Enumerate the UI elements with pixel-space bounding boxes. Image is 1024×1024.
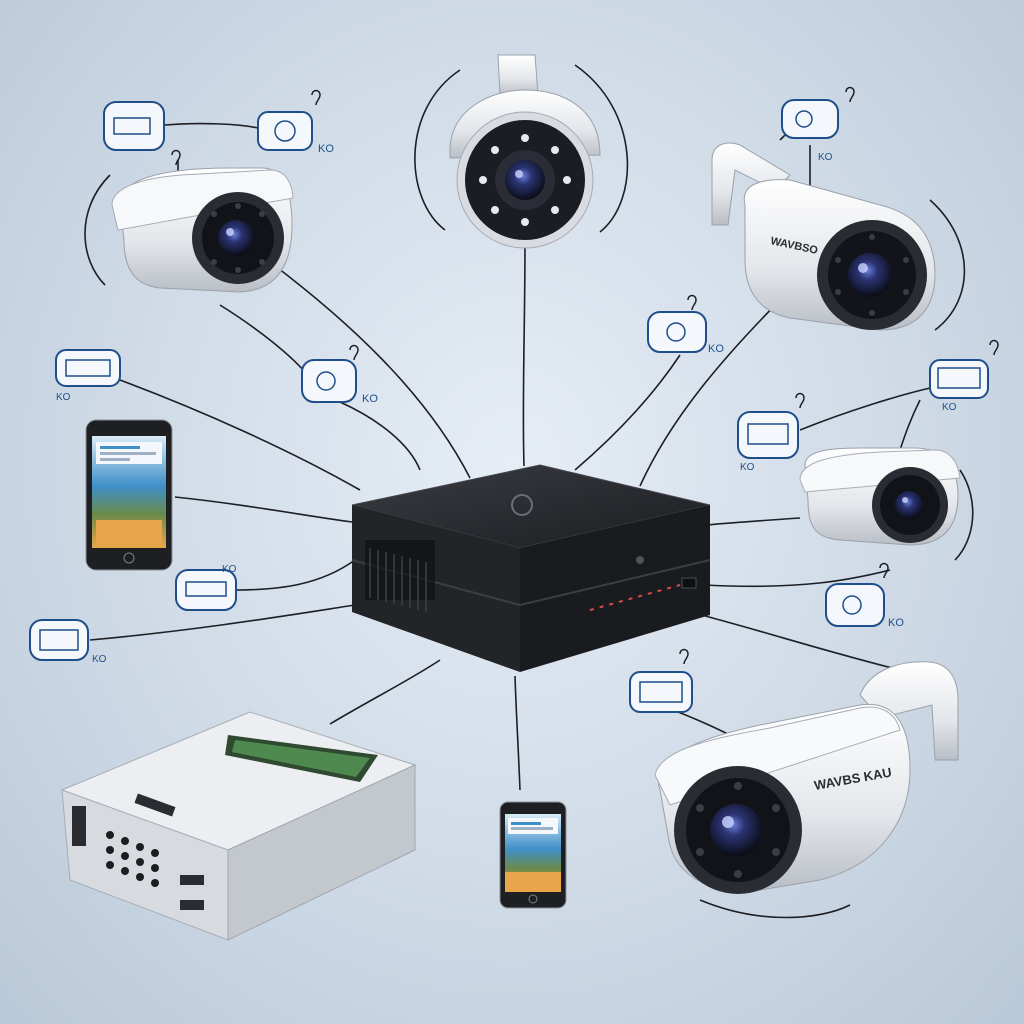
smartphone-2 bbox=[499, 801, 567, 909]
device-badge-10-label: KO bbox=[888, 617, 904, 629]
bullet-camera-icon bbox=[111, 167, 294, 293]
nvr-hub-icon bbox=[351, 464, 711, 672]
device-badge-3: KO bbox=[301, 359, 378, 405]
device-badge-icon bbox=[781, 99, 839, 139]
link-phone2-hub bbox=[514, 675, 521, 791]
camera-1 bbox=[111, 167, 294, 293]
link-b1 bbox=[164, 122, 259, 129]
device-badge-7: KO bbox=[781, 99, 839, 163]
link-recorder-hub bbox=[329, 659, 441, 725]
device-badge-3-label: KO bbox=[362, 393, 378, 405]
device-badge-icon bbox=[55, 349, 121, 387]
device-badge-4: KO bbox=[175, 564, 237, 611]
device-badge-2-label: KO bbox=[56, 392, 71, 403]
device-badge-icon bbox=[175, 569, 237, 611]
dome-camera-icon bbox=[449, 54, 601, 249]
device-badge-5: KO bbox=[29, 619, 107, 665]
device-badge-icon bbox=[103, 101, 313, 151]
device-badge-icon bbox=[647, 311, 707, 353]
smartphone-icon bbox=[499, 801, 567, 909]
device-badge-4-label: KO bbox=[222, 564, 237, 575]
device-badge-icon bbox=[29, 619, 89, 661]
dvr-recorder-icon bbox=[60, 711, 417, 941]
device-badge-2: KO bbox=[55, 349, 121, 403]
device-badge-6-label: KO bbox=[708, 343, 724, 355]
device-badge-7-label: KO bbox=[818, 152, 833, 163]
link-cam2-hub bbox=[522, 239, 526, 467]
device-badge-icon bbox=[929, 359, 989, 399]
link-b6 bbox=[89, 604, 356, 641]
link-cam5-hub bbox=[689, 611, 901, 671]
signal-arcs bbox=[84, 64, 974, 919]
bullet-camera-icon bbox=[799, 447, 961, 546]
link-b7 bbox=[574, 354, 681, 471]
camera-4 bbox=[799, 447, 961, 546]
device-badge-9-label: KO bbox=[740, 462, 755, 473]
link-cam4-hub bbox=[705, 517, 801, 526]
device-badge-6: KO bbox=[647, 311, 724, 355]
smartphone-1 bbox=[85, 419, 173, 571]
device-badge-9: KO bbox=[737, 411, 799, 473]
camera-3: WAVBSO bbox=[711, 142, 936, 331]
device-badge-1-label: KO bbox=[318, 143, 334, 155]
device-badge-10: KO bbox=[629, 583, 904, 713]
link-b9 bbox=[704, 569, 891, 588]
bullet-camera-icon: WAVBSO bbox=[711, 142, 936, 331]
device-badge-5-label: KO bbox=[92, 654, 107, 665]
camera-2 bbox=[449, 54, 601, 249]
link-b2 bbox=[219, 304, 306, 373]
link-cam3-hub bbox=[639, 289, 791, 487]
device-badge-8-label: KO bbox=[942, 402, 957, 413]
bullet-camera-icon: WAVBS KAU bbox=[654, 661, 959, 894]
nvr-hub bbox=[351, 464, 711, 672]
link-b4 bbox=[339, 401, 421, 471]
connection-lines bbox=[89, 121, 931, 791]
link-cam1-hub bbox=[269, 261, 471, 479]
smartphone-icon bbox=[85, 419, 173, 571]
camera-5: WAVBS KAU bbox=[654, 661, 959, 894]
link-b8 bbox=[799, 387, 931, 431]
device-badge-icon bbox=[737, 411, 799, 459]
device-badge-8: KO bbox=[929, 359, 989, 413]
link-b5 bbox=[234, 559, 356, 591]
device-badge-icon bbox=[629, 583, 885, 713]
dvr-recorder bbox=[60, 711, 417, 941]
link-phone1-hub bbox=[174, 496, 353, 523]
device-badges: KO KO KO KO bbox=[29, 99, 989, 713]
device-badge-icon bbox=[301, 359, 357, 403]
link-b3 bbox=[119, 379, 361, 491]
device-badge-1: KO bbox=[103, 101, 334, 155]
pin-markers bbox=[171, 86, 999, 665]
